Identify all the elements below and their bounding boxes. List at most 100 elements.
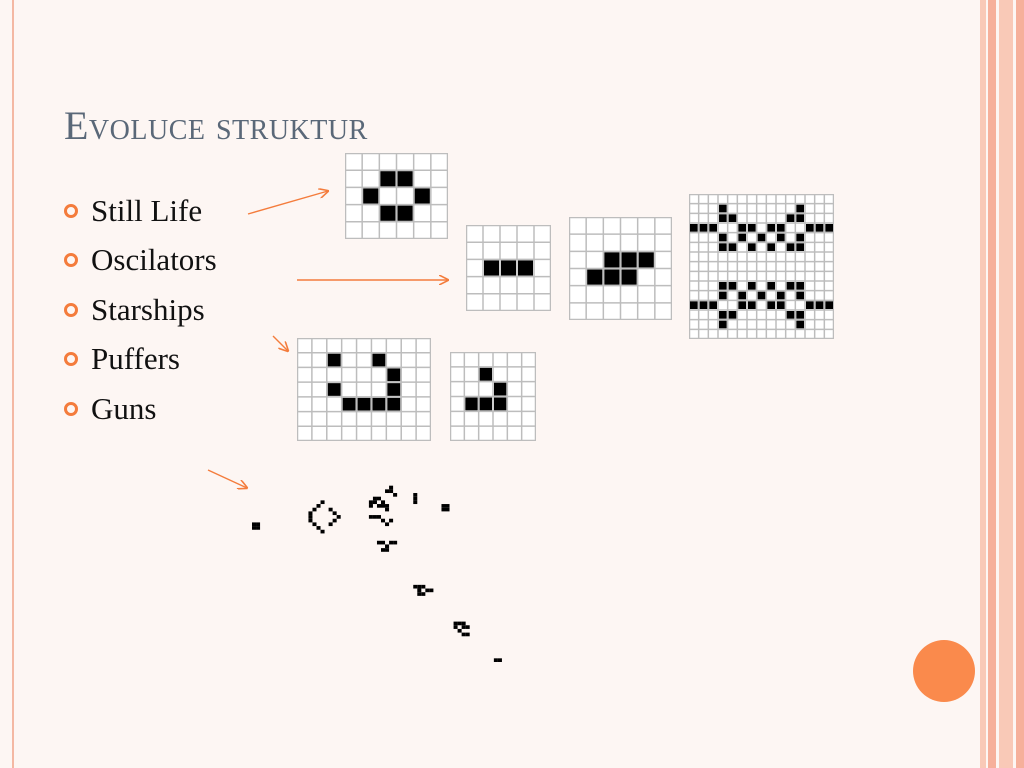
spaceship-grid [297,338,431,441]
live-cell [381,540,386,545]
live-cell [719,311,727,319]
live-cell [413,584,418,589]
live-cell [719,204,727,213]
live-cell [497,658,502,662]
live-cell [372,397,386,411]
live-cell [709,301,717,309]
arrow-starships [272,335,288,351]
live-cell [738,224,746,232]
live-cell [767,224,775,232]
live-cell [413,496,418,501]
live-cell [332,518,337,523]
live-cell [786,282,795,290]
live-cell [719,214,727,222]
live-cell [393,493,398,497]
live-cell [256,522,261,527]
live-cell [413,493,418,497]
live-cell [376,515,381,519]
live-cell [777,301,785,309]
live-cell [413,500,418,505]
pattern-svg [689,194,834,339]
live-cell [252,526,257,530]
live-cell [719,233,727,242]
live-cell [825,301,833,309]
live-cell [328,522,333,527]
live-cell [777,233,785,242]
live-cell [638,252,654,268]
live-cell [385,507,390,512]
live-cell [441,504,446,508]
border-stripe [999,0,1013,768]
live-cell [796,320,804,329]
live-cell [465,397,478,411]
live-cell [327,353,341,367]
live-cell [372,496,377,501]
live-cell [604,252,620,268]
live-cell [825,224,833,232]
live-cell [320,529,325,534]
pattern-svg [569,217,672,320]
live-cell [796,282,804,290]
live-cell [604,269,620,285]
bullet-item: Still Life [64,186,217,236]
live-cell [453,625,458,629]
glider-gun-pattern [252,482,510,662]
pattern-svg [450,352,536,441]
live-cell [441,507,446,512]
blinker-grid [466,225,551,311]
live-cell [621,252,637,268]
live-cell [777,224,785,232]
live-cell [786,311,795,319]
bullet-marker-icon [64,302,78,317]
border-stripe [1016,0,1024,768]
glider-grid [450,352,536,441]
slide-title: Evoluce struktur [64,103,368,148]
live-cell [465,632,470,637]
bullet-item: Oscilators [64,236,217,286]
live-cell [748,243,756,251]
live-cell [457,621,462,626]
live-cell [748,282,756,290]
live-cell [389,540,394,545]
bullet-marker-icon [64,352,78,367]
live-cell [320,500,325,505]
live-cell [690,301,698,309]
live-cell [397,205,413,221]
live-cell [381,518,386,523]
pattern-svg [466,225,551,311]
live-cell [767,282,775,290]
live-cell [417,592,422,596]
left-border [0,0,14,768]
live-cell [728,243,737,251]
live-cell [397,171,413,187]
live-cell [368,500,373,505]
bullet-item: Starships [64,285,217,335]
bullet-text: Guns [91,390,157,426]
live-cell [719,291,727,300]
live-cell [699,224,708,232]
live-cell [518,260,533,276]
live-cell [387,397,401,411]
live-cell [308,518,313,523]
live-cell [699,301,708,309]
live-cell [429,588,434,593]
live-cell [461,625,466,629]
live-cell [748,224,756,232]
live-cell [380,205,396,221]
bullet-marker-icon [64,401,78,416]
live-cell [465,625,470,629]
live-cell [796,204,804,213]
bullet-list: Still Life Oscilators Starships Puffers … [64,186,217,434]
live-cell [332,511,337,516]
bullet-item: Guns [64,384,217,434]
live-cell [256,526,261,530]
live-cell [757,291,766,300]
live-cell [368,504,373,508]
live-cell [806,301,814,309]
live-cell [316,504,321,508]
live-cell [372,353,386,367]
live-cell [445,507,450,512]
live-cell [308,511,313,516]
live-cell [457,628,462,633]
live-cell [479,367,492,381]
